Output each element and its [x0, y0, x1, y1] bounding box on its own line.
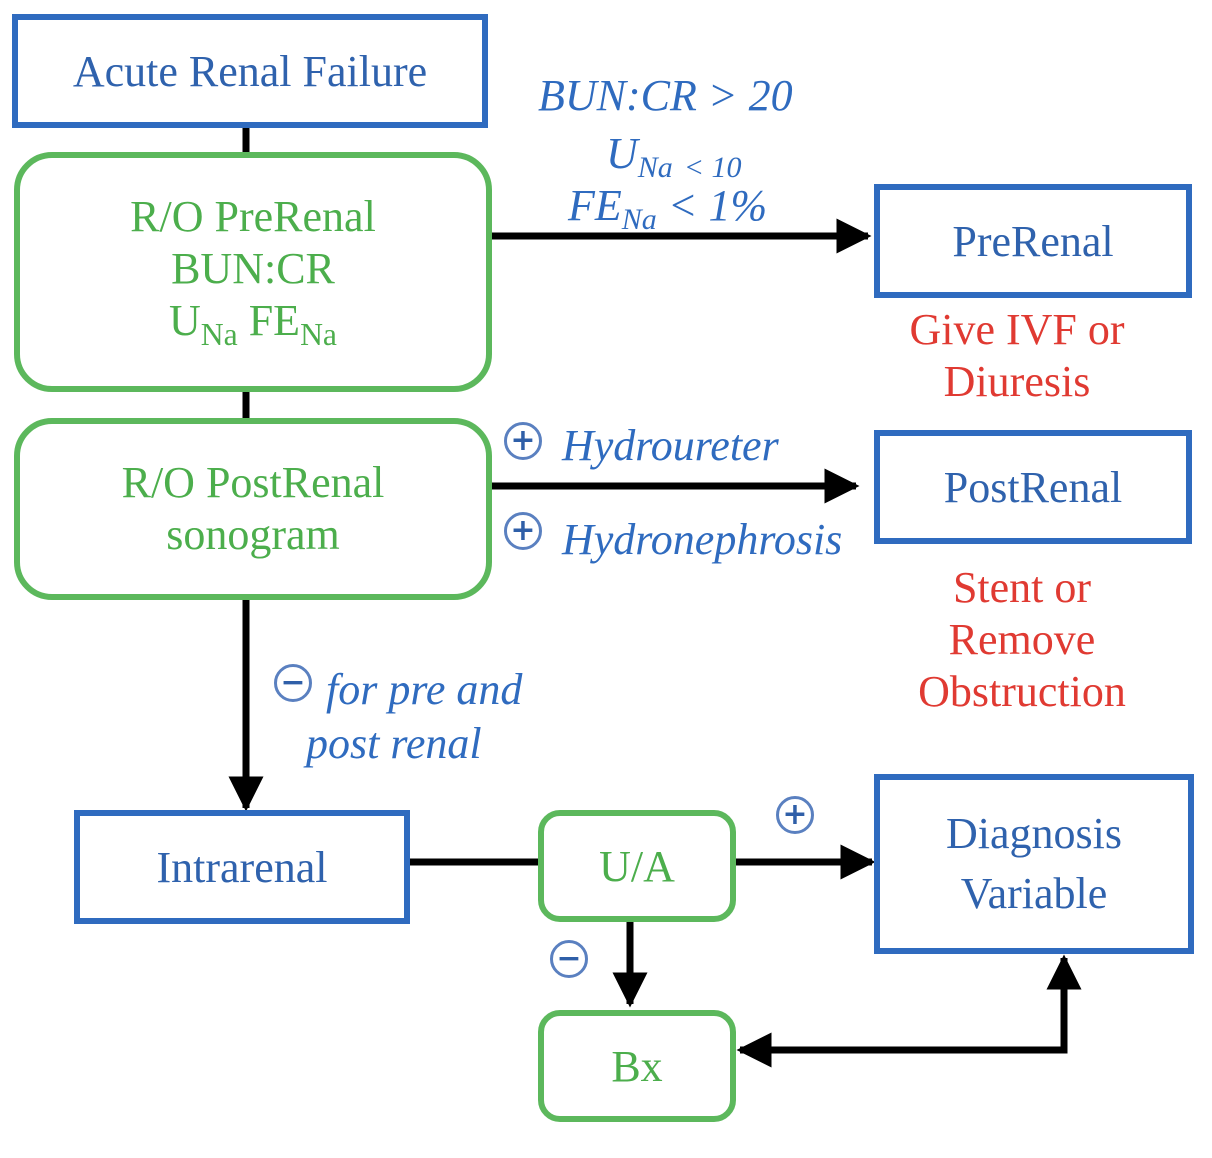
fena-subscript: Na: [300, 316, 337, 352]
positive-sign-icon: +: [504, 512, 542, 550]
negative-sign-icon: −: [274, 664, 312, 702]
node-label-line2: BUN:CR: [171, 243, 335, 293]
una-criterion-base: U: [606, 129, 638, 178]
treatment-line2: Diuresis: [943, 356, 1091, 406]
node-label: Bx: [611, 1041, 663, 1091]
postrenal-check-node: R/O PostRenal sonogram: [14, 418, 492, 600]
prerenal-treatment: Give IVF or Diuresis: [876, 304, 1158, 408]
bun-cr-criterion: BUN:CR > 20: [538, 71, 793, 120]
node-label-line1: R/O PostRenal: [121, 458, 385, 508]
treatment-line1: Stent or: [952, 563, 1092, 612]
fena-criterion-subscript: Na: [621, 203, 657, 236]
positive-sign-glyph: +: [510, 423, 536, 458]
node-label: PreRenal: [952, 216, 1114, 266]
hydronephrosis-label: Hydronephrosis: [562, 515, 843, 564]
fena-criterion: FENa < 1%: [568, 180, 767, 237]
negative-label-line2: post renal: [306, 719, 482, 768]
bx-node: Bx: [538, 1010, 736, 1122]
una-criterion: UNa < 10: [606, 128, 742, 185]
node-label: PostRenal: [943, 462, 1123, 512]
fena-base: FE: [248, 295, 301, 345]
node-label-line3: UNa FENa: [169, 295, 337, 354]
positive-sign-glyph: +: [782, 797, 808, 832]
acute-renal-failure-node: Acute Renal Failure: [12, 14, 488, 128]
treatment-line3: Obstruction: [918, 666, 1126, 716]
negative-sign-glyph: −: [556, 941, 582, 976]
una-criterion-condition: < 10: [683, 151, 742, 184]
node-label-line1: Diagnosis: [946, 809, 1122, 859]
positive-sign-glyph: +: [510, 513, 536, 548]
negative-label-line1: for pre and: [326, 665, 523, 714]
node-label: Intrarenal: [156, 842, 328, 892]
node-label: Acute Renal Failure: [72, 46, 428, 96]
node-label-line2: sonogram: [166, 510, 340, 559]
postrenal-node: PostRenal: [874, 430, 1192, 544]
fena-criterion-base: FE: [568, 181, 622, 230]
fena-criterion-condition: < 1%: [656, 181, 768, 230]
node-label: U/A: [599, 841, 675, 891]
node-label-line2: Variable: [960, 869, 1108, 918]
positive-sign-icon: +: [776, 796, 814, 834]
intrarenal-node: Intrarenal: [74, 810, 410, 924]
postrenal-treatment: Stent or Remove Obstruction: [880, 562, 1164, 718]
treatment-line2: Remove: [948, 614, 1096, 664]
prerenal-check-node: R/O PreRenal BUN:CR UNa FENa: [14, 152, 492, 392]
una-base: U: [168, 295, 201, 345]
positive-sign-icon: +: [504, 422, 542, 460]
treatment-line1: Give IVF or: [909, 305, 1125, 354]
diagnosis-variable-node: Diagnosis Variable: [874, 774, 1194, 954]
hydroureter-label: Hydroureter: [562, 421, 779, 470]
node-label-line1: R/O PreRenal: [130, 191, 376, 241]
una-criterion-subscript: Na: [637, 151, 673, 184]
negative-sign-glyph: −: [280, 665, 306, 700]
ua-node: U/A: [538, 810, 736, 922]
negative-sign-icon: −: [550, 940, 588, 978]
una-subscript: Na: [200, 316, 238, 352]
prerenal-node: PreRenal: [874, 184, 1192, 298]
edge-bx-diagnosis: [736, 954, 1082, 1068]
